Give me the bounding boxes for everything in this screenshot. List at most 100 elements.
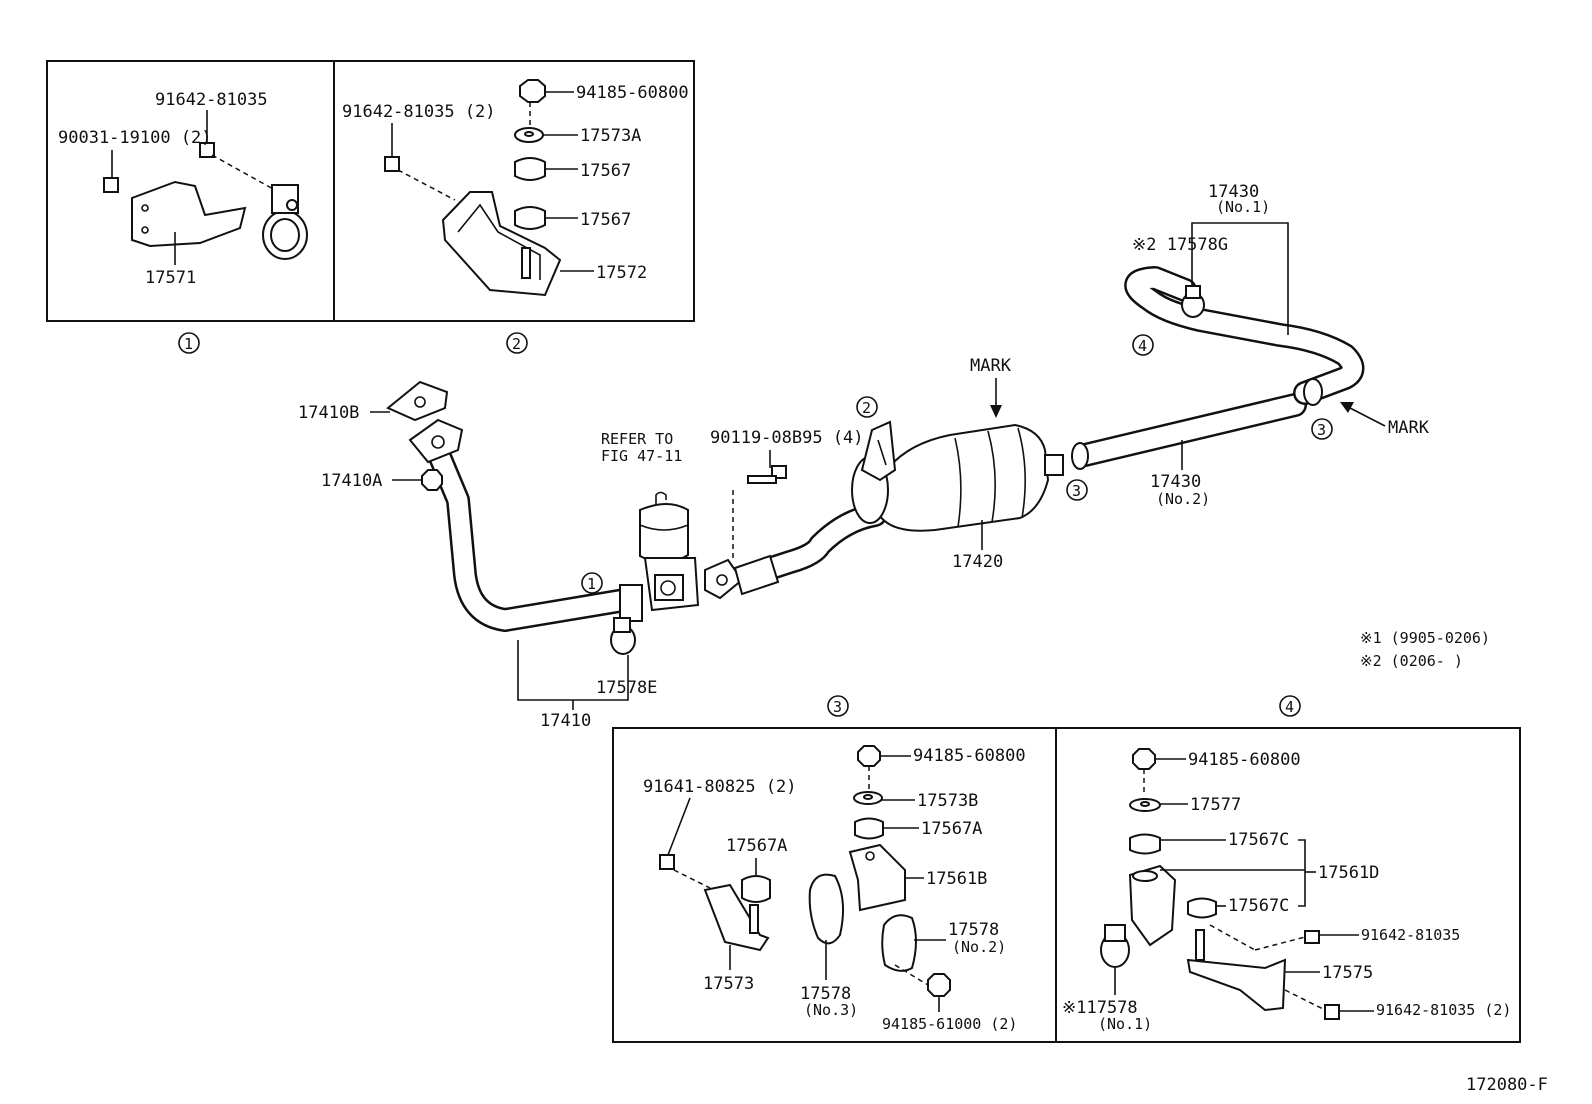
bolt-icon xyxy=(1324,1004,1340,1020)
label: 17578 xyxy=(948,920,999,940)
washer-icon xyxy=(853,791,883,805)
clamp-17578e-icon xyxy=(610,617,636,655)
callout-3: 3 xyxy=(827,695,849,717)
gasket-17410b-icon xyxy=(386,380,449,422)
label: 17578E xyxy=(596,678,657,698)
label: 17573 xyxy=(703,974,754,994)
flange-icon xyxy=(619,584,643,622)
tail-pipe-no2 xyxy=(1071,393,1307,470)
callout-3: 3 xyxy=(1311,418,1333,440)
label: 94185-60800 xyxy=(576,83,689,103)
label: 17572 xyxy=(596,263,647,283)
label: (No.2) xyxy=(952,938,1006,956)
nut-icon xyxy=(421,469,443,491)
label: 17567C xyxy=(1228,830,1289,850)
label: 17567C xyxy=(1228,896,1289,916)
bolt-icon xyxy=(103,142,276,193)
mark-label: MARK xyxy=(970,356,1012,376)
clamp-half-icon xyxy=(808,873,917,972)
arrow-icon xyxy=(990,405,1002,418)
converter-icon xyxy=(639,491,700,612)
callout-3: 3 xyxy=(1066,479,1088,501)
cushion-icon xyxy=(514,157,546,230)
bolt-icon xyxy=(732,465,787,560)
flange-icon xyxy=(408,418,464,464)
detail-box-1-2 xyxy=(46,60,695,322)
clamp-ring-icon xyxy=(262,184,308,260)
washer-icon xyxy=(1129,798,1161,812)
label: (No.2) xyxy=(1156,490,1210,508)
label: 17571 xyxy=(145,268,196,288)
bolt-icon xyxy=(1304,930,1320,944)
label: 17577 xyxy=(1190,795,1241,815)
label: 91641-80825 (2) xyxy=(643,777,797,797)
label: 17567 xyxy=(580,210,631,230)
nut-icon xyxy=(857,745,881,767)
bracket-17561d-icon xyxy=(1128,864,1177,947)
washer-icon xyxy=(514,127,544,143)
label: 91642-81035 xyxy=(1361,926,1460,944)
label: 17567 xyxy=(580,161,631,181)
callout-4: 4 xyxy=(1132,334,1154,356)
nut-icon xyxy=(519,79,546,103)
arrow-icon xyxy=(1340,402,1354,413)
label: ※117578 xyxy=(1062,998,1138,1018)
label: 17420 xyxy=(952,552,1003,572)
callout-1: 1 xyxy=(581,572,603,594)
bracket-17573-icon xyxy=(703,883,770,952)
label: 17561D xyxy=(1318,863,1379,883)
label: ※2 17578G xyxy=(1132,235,1228,255)
callout-4: 4 xyxy=(1279,695,1301,717)
label: 17573A xyxy=(580,126,641,146)
label: (No.3) xyxy=(804,1001,858,1019)
note: ※2 (0206- ) xyxy=(1360,652,1463,670)
svg-text:3: 3 xyxy=(833,698,842,716)
label: 91642-81035 (2) xyxy=(342,102,496,122)
bracket-17572-icon xyxy=(441,191,562,297)
nut-icon xyxy=(1132,748,1156,770)
mark-label: MARK xyxy=(1388,418,1430,438)
bolt-icon xyxy=(384,156,400,172)
clamp-17578g-icon xyxy=(1181,285,1205,318)
label: 17410 xyxy=(540,711,591,731)
label: 17567A xyxy=(921,819,982,839)
label: 91642-81035 xyxy=(155,90,268,110)
label: 17430 xyxy=(1150,472,1201,492)
cushion-icon xyxy=(741,875,771,903)
refer-note: FIG 47-11 xyxy=(601,447,682,465)
callout-1: 1 xyxy=(178,332,200,354)
label: 94185-60800 xyxy=(1188,750,1301,770)
label: 17561B xyxy=(926,869,987,889)
label: 90031-19100 (2) xyxy=(58,128,212,148)
center-pipe xyxy=(738,503,887,587)
svg-text:3: 3 xyxy=(1072,482,1081,500)
label: 17578 xyxy=(800,984,851,1004)
label: 17410B xyxy=(298,403,359,423)
label: 94185-61000 (2) xyxy=(882,1015,1017,1033)
label: (No.1) xyxy=(1216,198,1270,216)
cushion-icon xyxy=(1187,897,1217,919)
svg-text:1: 1 xyxy=(184,335,193,353)
svg-text:4: 4 xyxy=(1138,337,1147,355)
label: 17575 xyxy=(1322,963,1373,983)
svg-text:3: 3 xyxy=(1317,421,1326,439)
flange-icon xyxy=(704,554,780,600)
detail-box-3-4 xyxy=(612,727,1521,1043)
label: 17430 xyxy=(1208,182,1259,202)
hanger-bracket-icon xyxy=(860,420,897,482)
svg-text:1: 1 xyxy=(587,575,596,593)
svg-text:4: 4 xyxy=(1285,698,1294,716)
callout-2: 2 xyxy=(506,332,528,354)
refer-note: REFER TO xyxy=(601,430,673,448)
note: ※1 (9905-0206) xyxy=(1360,629,1490,647)
bracket-17561b-icon xyxy=(848,843,906,912)
label: 17573B xyxy=(917,791,978,811)
label: 17567A xyxy=(726,836,787,856)
bracket-17575-icon xyxy=(1186,929,1287,1012)
label: 94185-60800 xyxy=(913,746,1026,766)
svg-text:2: 2 xyxy=(512,335,521,353)
bracket-17571-icon xyxy=(131,180,247,248)
bolt-icon xyxy=(659,854,675,870)
